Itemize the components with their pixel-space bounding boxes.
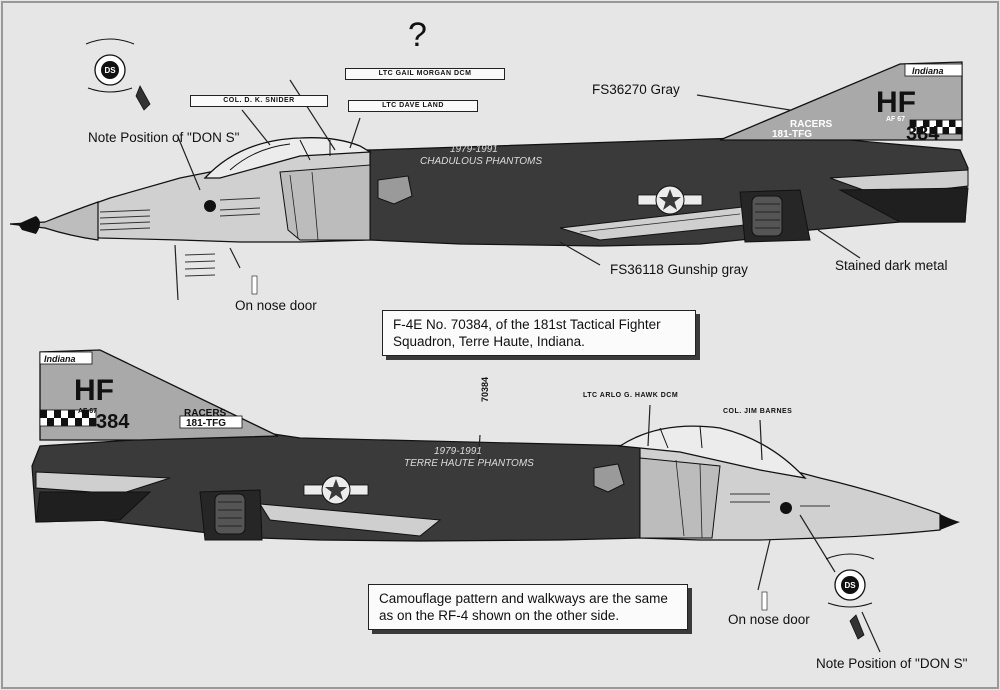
bottom-tail-number: 384 <box>96 411 130 433</box>
callout-stained-dark-metal: Stained dark metal <box>835 258 948 273</box>
bottom-leader-lines <box>477 404 881 653</box>
callout-nose-door-bottom: On nose door <box>728 612 810 627</box>
top-banner-years: 1979-1991 <box>450 144 498 155</box>
info-box-aircraft-line1: F-4E No. 70384, of the 181st Tactical Fi… <box>393 317 661 332</box>
question-mark: ? <box>408 16 427 54</box>
info-box-camouflage-line2: as on the RF-4 shown on the other side. <box>379 608 620 623</box>
name-col-barnes: COL. JIM BARNES <box>723 408 793 415</box>
info-box-camouflage: Camouflage pattern and walkways are the … <box>368 584 688 630</box>
bottom-aircraft-f4e <box>31 349 960 611</box>
bottom-af-year: AF 67 <box>78 408 97 415</box>
info-box-aircraft: F-4E No. 70384, of the 181st Tactical Fi… <box>382 310 696 356</box>
don-s-emblem-bottom: DS <box>825 553 875 640</box>
svg-text:DS: DS <box>104 66 116 75</box>
callout-fs36270-gray: FS36270 Gray <box>592 82 680 97</box>
callout-nose-door-top: On nose door <box>235 298 317 313</box>
bottom-tail-code: HF <box>74 374 114 407</box>
serial-vertical: 70384 <box>480 377 490 402</box>
callout-don-s-bottom: Note Position of "DON S" <box>816 656 968 671</box>
top-unit: 181-TFG <box>772 129 812 140</box>
top-aircraft-f4e <box>9 61 969 295</box>
bottom-banner-name: TERRE HAUTE PHANTOMS <box>404 458 534 469</box>
top-state-name: Indiana <box>912 66 944 76</box>
name-ltc-hawk: LTC ARLO G. HAWK DCM <box>583 392 679 399</box>
name-strip-ltc-land: LTC DAVE LAND <box>348 100 478 112</box>
callout-fs36118-gunship-gray: FS36118 Gunship gray <box>610 262 748 277</box>
info-box-camouflage-line1: Camouflage pattern and walkways are the … <box>379 591 668 606</box>
callout-don-s-top: Note Position of "DON S" <box>88 130 240 145</box>
don-s-emblem-top: DS <box>85 38 151 111</box>
bottom-banner-years: 1979-1991 <box>434 446 482 457</box>
bottom-state-name: Indiana <box>44 354 76 364</box>
bottom-unit: 181-TFG <box>186 418 226 429</box>
top-leader-lines <box>174 79 861 301</box>
bottom-racers: RACERS <box>184 408 227 419</box>
top-af-year: AF 67 <box>886 116 905 123</box>
name-strip-ltc-morgan: LTC GAIL MORGAN DCM <box>345 68 505 80</box>
top-tail-code: HF <box>876 86 916 119</box>
top-racers: RACERS <box>790 119 833 130</box>
info-box-aircraft-line2: Squadron, Terre Haute, Indiana. <box>393 334 585 349</box>
aircraft-text-markings: Indiana HF AF 67 384 RACERS 181-TFG 1979… <box>44 66 944 469</box>
top-tail-number: 384 <box>906 123 940 145</box>
svg-text:DS: DS <box>844 581 856 590</box>
top-banner-name: CHADULOUS PHANTOMS <box>420 156 542 167</box>
name-strip-col-snider: COL. D. K. SNIDER <box>190 95 328 107</box>
